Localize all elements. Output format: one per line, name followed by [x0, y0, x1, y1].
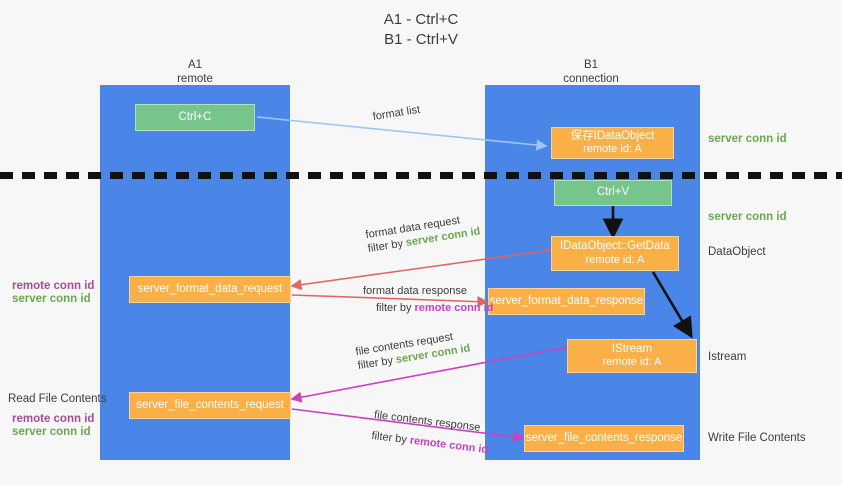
column-b1-name: B1: [583, 59, 599, 71]
column-header-a1: A1 remote: [125, 58, 265, 86]
node-save-idataobject-sub: remote id: A: [583, 143, 642, 155]
left-label-server-conn-id-2: server conn id: [12, 426, 91, 438]
edge-file-contents-request: [290, 346, 568, 403]
node-server-format-data-request[interactable]: server_format_data_request: [129, 276, 291, 303]
node-server-file-contents-response[interactable]: server_file_contents_response: [524, 425, 684, 452]
edge-format-list: [256, 116, 548, 151]
title-line-2: B1 - Ctrl+V: [384, 31, 458, 48]
node-idataobject-getdata-label: IDataObject::GetData: [560, 240, 670, 252]
node-ctrl-c[interactable]: Ctrl+C: [135, 104, 255, 131]
node-ctrl-c-label: Ctrl+C: [178, 110, 212, 123]
right-label-server-conn-id-mid: server conn id: [708, 211, 787, 223]
left-label-remote-conn-id-1: remote conn id: [12, 280, 95, 292]
edge-getdata-to-istream: [651, 271, 693, 339]
node-istream[interactable]: IStream remote id: A: [567, 339, 697, 373]
column-a1-name: A1: [187, 59, 203, 71]
phase-separator: [0, 172, 842, 179]
page-title: A1 - Ctrl+C B1 - Ctrl+V: [0, 10, 842, 50]
node-save-idataobject-label: 保存IDataObject: [570, 129, 655, 142]
column-header-b1: B1 connection: [517, 58, 665, 86]
filter-prefix: filter by: [376, 302, 415, 314]
left-label-remote-conn-id-2: remote conn id: [12, 413, 95, 425]
edge-label-format-data-response-filter: filter by remote conn id: [363, 298, 493, 315]
right-label-write-file-contents: Write File Contents: [708, 432, 806, 444]
right-label-server-conn-id-top: server conn id: [708, 133, 787, 145]
node-server-format-data-request-label: server_format_data_request: [137, 282, 283, 295]
node-server-format-data-response[interactable]: server_format_data_response: [488, 288, 645, 315]
left-label-server-conn-id-1: server conn id: [12, 293, 91, 305]
node-ctrl-v[interactable]: Ctrl+V: [554, 180, 672, 206]
edge-format-data-response: [291, 294, 489, 308]
edge-label-format-data-response-text: format data response: [363, 285, 467, 297]
edge-file-contents-response: [291, 408, 525, 443]
right-label-istream: Istream: [708, 351, 747, 363]
node-server-file-contents-request[interactable]: server_file_contents_request: [129, 392, 291, 419]
left-label-read-file-contents: Read File Contents: [8, 393, 107, 405]
node-istream-sub: remote id: A: [602, 356, 662, 368]
node-save-idataobject[interactable]: 保存IDataObject remote id: A: [551, 127, 674, 159]
column-b1-sub: connection: [563, 73, 619, 85]
node-istream-label: IStream: [611, 342, 653, 355]
node-ctrl-v-label: Ctrl+V: [596, 186, 630, 199]
title-line-1: A1 - Ctrl+C: [383, 11, 459, 28]
node-server-file-contents-request-label: server_file_contents_request: [136, 398, 284, 411]
edge-label-format-data-response: format data response filter by remote co…: [363, 284, 493, 315]
filter-value-remote-conn-id: remote conn id: [414, 302, 494, 314]
column-a1-sub: remote: [177, 73, 213, 85]
node-idataobject-getdata-sub: remote id: A: [585, 253, 645, 266]
right-label-dataobject: DataObject: [708, 246, 766, 258]
node-server-format-data-response-label: server_format_data_response: [489, 294, 644, 307]
edge-format-data-request: [290, 249, 552, 291]
node-server-file-contents-response-label: server_file_contents_response: [525, 431, 683, 444]
node-idataobject-getdata[interactable]: IDataObject::GetData remote id: A: [551, 236, 679, 271]
